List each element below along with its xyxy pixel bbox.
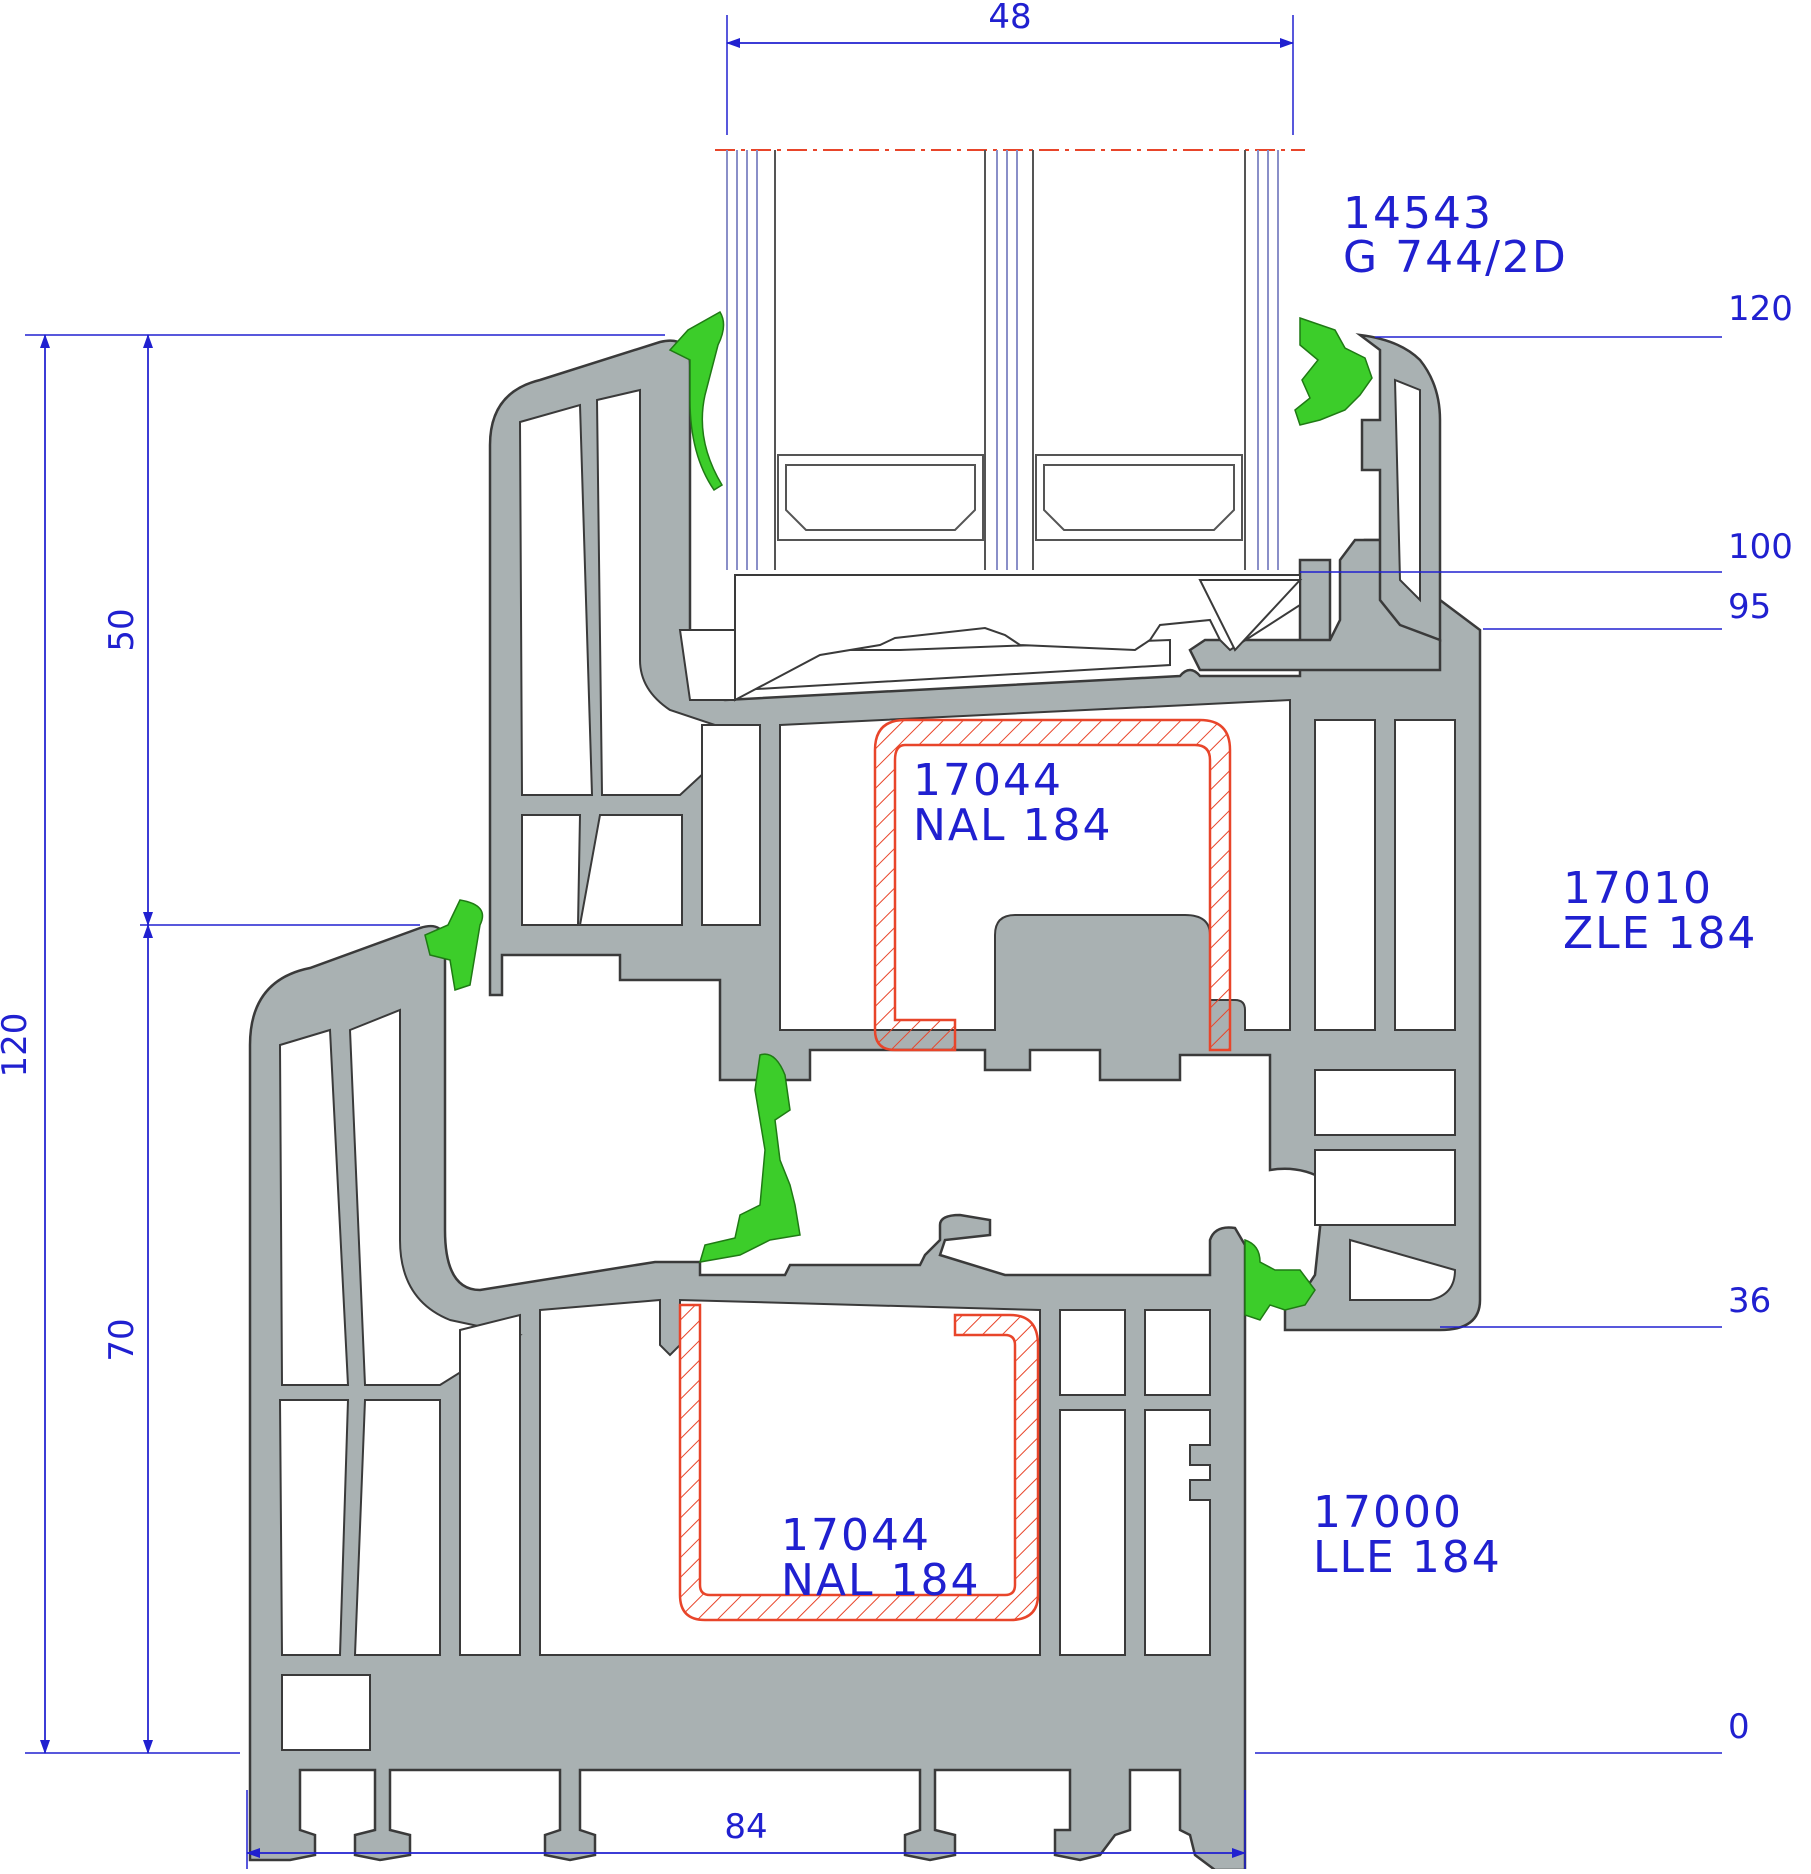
frame-profile-name: LLE 184: [1313, 1532, 1502, 1583]
dim-48-label: 48: [988, 0, 1031, 37]
glazing-bead-code: 14543: [1343, 188, 1493, 239]
dim-84-label: 84: [724, 1807, 767, 1847]
glass-gasket-outer: [668, 310, 725, 492]
center-gasket: [698, 1053, 801, 1263]
glass-gasket-inner: [1294, 316, 1373, 426]
sash-profile-name: ZLE 184: [1563, 908, 1757, 959]
dim-120-label: 120: [0, 1013, 35, 1078]
sash-reinforcement-name: NAL 184: [913, 800, 1113, 851]
glazing-bead-name: G 744/2D: [1343, 232, 1568, 283]
gaskets: [424, 310, 1373, 1321]
sash-profile-code: 17010: [1563, 863, 1713, 914]
sash-gasket-upper: [424, 899, 484, 991]
sash-profile: [488, 339, 1482, 1332]
frame-gasket: [1244, 1238, 1316, 1321]
frame-reinforcement-code: 17044: [781, 1510, 931, 1561]
level-36-label: 36: [1728, 1281, 1771, 1321]
glazing-unit: [715, 149, 1305, 570]
frame-profile-code: 17000: [1313, 1487, 1463, 1538]
dimension-lines: [25, 15, 1722, 1869]
dimension-labels: 48 84 120 50 70 120 100 95 36 0: [0, 0, 1793, 1847]
dim-50-label: 50: [102, 608, 142, 651]
part-labels: 14543 G 744/2D 17044 NAL 184 17010 ZLE 1…: [781, 188, 1757, 1606]
sash-reinforcement-code: 17044: [913, 755, 1063, 806]
level-95-label: 95: [1728, 587, 1771, 627]
level-100-label: 100: [1728, 527, 1793, 567]
sash-reinforcement: [873, 718, 1232, 1052]
dim-70-label: 70: [102, 1318, 142, 1361]
frame-reinforcement: [678, 1303, 1040, 1622]
level-120-label: 120: [1728, 289, 1793, 329]
level-0-label: 0: [1728, 1707, 1750, 1747]
frame-profile: [248, 924, 1247, 1872]
frame-reinforcement-name: NAL 184: [781, 1555, 981, 1606]
glazing-block: [678, 574, 1303, 702]
